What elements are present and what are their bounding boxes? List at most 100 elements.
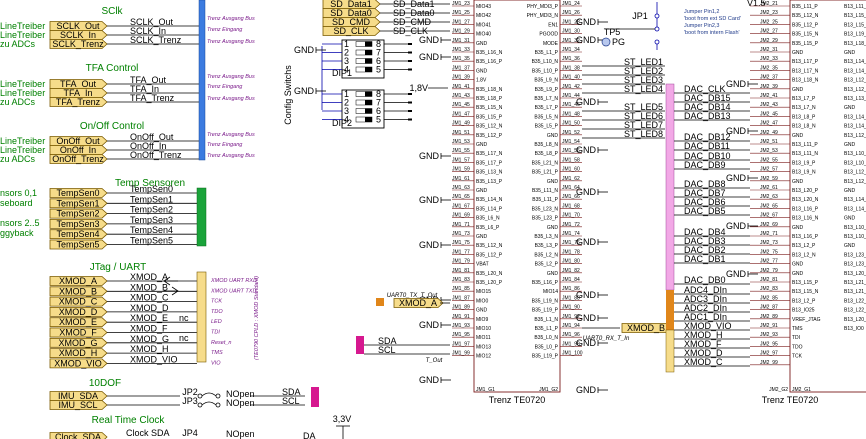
chip1-right-gnd-2: GND <box>576 97 597 107</box>
chip2-right-inner-27: B13_L23_P <box>844 252 866 258</box>
chip1-inner-right-30: B35_L16_P <box>532 280 559 286</box>
chip1-inner-right-15: B35_L8_N <box>534 142 558 148</box>
dac-net-5: DAC_DB11 <box>684 141 730 151</box>
sd-net-0: SD_Data1 <box>393 0 435 9</box>
config-switch-label: Config Switchs <box>283 65 293 125</box>
chip2-inner-19: GND <box>792 179 804 185</box>
chip1-right-pin-7: JM1_38 <box>562 65 580 71</box>
chip2-inner-12: B13_L8_P <box>792 114 816 120</box>
dip2-pin-left-1: 2 <box>344 98 349 108</box>
chip1-inner-left-36: MIO11 <box>476 335 491 341</box>
dac-net-11: DAC_DB5 <box>684 206 726 216</box>
chip1-left-pin-10: JM1_43 <box>452 93 470 99</box>
dac-net-3: DAC_DB13 <box>684 111 731 121</box>
temp-5-flag-label: TempSen5 <box>56 240 99 250</box>
chip1-left-gnd-1: GND <box>419 52 440 62</box>
chip1-right-pin-18: JM1_60 <box>562 167 580 173</box>
chip1-left-pin-14: JM1_51 <box>452 130 470 136</box>
chip2-right-inner-22: B13_L14_P <box>844 206 866 212</box>
rtc-nopen: NOpen <box>226 429 255 439</box>
bus-note-3: Trenz Ausgang Bus <box>207 74 255 80</box>
tendof-net-1: SCL <box>282 396 300 406</box>
chip2-right-inner-11: GND <box>844 105 856 111</box>
jtag-nc-1: nc <box>179 313 189 323</box>
chip1-right-pin-28: JM1_80 <box>562 259 580 265</box>
chip1-right-gnd-1: GND <box>576 35 597 45</box>
chip1-inner-right-31: MIO14 <box>543 289 558 295</box>
chip1-right-gnd-3: GND <box>576 145 597 155</box>
dac-net-10: DAC_DB6 <box>684 197 726 207</box>
chip1-inner-right-34: B35_L1_N <box>534 317 558 323</box>
sclk-left-text-0: LineTreiber <box>0 21 45 31</box>
dip-gnd-mid: GND <box>294 86 315 96</box>
adc-bus-orange <box>666 290 674 330</box>
chip1-left-pin-7: JM1_37 <box>452 65 470 71</box>
chip2-left-pin-9: JM2_39 <box>760 84 778 90</box>
jtag-6-flag-label: XMOD_G <box>58 338 97 348</box>
tendof-jp-arc-1 <box>201 401 217 406</box>
jtag-net-8: XMOD_VIO <box>130 354 178 364</box>
dip2-right-stub-0 <box>408 93 412 95</box>
chip2-right-inner-25: B13_L10_N <box>844 234 866 240</box>
chip2-inner-17: B13_L9_P <box>792 160 816 166</box>
jtag-0-flag-label: XMOD_A <box>59 276 97 286</box>
chip1-inner-left-5: B35_L16_N <box>476 50 503 56</box>
dip1-toggle-knob-0 <box>365 41 372 47</box>
chip1-left-pin-38: JM1_99 <box>452 351 470 357</box>
temp-net-5: TempSen5 <box>130 236 173 246</box>
chip1-right-pin-8: JM1_40 <box>562 75 580 81</box>
dac-bus-pink <box>665 83 675 291</box>
chip1-right-pin-16: JM1_56 <box>562 148 580 154</box>
chip1-inner-right-19: GND <box>547 179 559 185</box>
chip1-left-pin-9: JM1_41 <box>452 84 470 90</box>
chip2-inner-2: B35_L12_P <box>792 22 819 28</box>
chip2-left-pin-22: JM2_65 <box>760 203 778 209</box>
dac-net-8: DAC_DB8 <box>684 179 726 189</box>
chip2-inner-7: B13_L17_N <box>792 68 819 74</box>
chip1-left-pin-19: JM1_61 <box>452 176 470 182</box>
chip2-left-pin-6: JM2_33 <box>760 56 778 62</box>
chip1-inner-right-4: MODE <box>543 41 559 47</box>
chip1-left-pin-11: JM1_45 <box>452 102 470 108</box>
tendof-jp-1: JP3 <box>182 396 198 406</box>
temp-5-flag-shape <box>49 239 108 250</box>
chip1-left-gnd-4: GND <box>419 240 440 250</box>
onoff-2-flag-shape <box>49 154 108 164</box>
chip1-inner-left-8: 1.8V <box>476 78 487 84</box>
chip2-right-inner-21: B13_L14_N <box>844 197 866 203</box>
dip1-label: DIP1 <box>332 68 352 78</box>
chip1-right-pin-30: JM1_84 <box>562 277 580 283</box>
xmod-bus-yellow <box>665 329 675 373</box>
chip1-right-pin-22: JM1_68 <box>562 203 580 209</box>
dip1-right-stub-2 <box>408 60 412 62</box>
dac-net-0: DAC_CLK <box>684 84 726 94</box>
jtag-net-7: XMOD_H <box>130 344 169 354</box>
chip1-inner-left-38: MIO12 <box>476 354 491 360</box>
chip1-right-pin-32: JM1_88 <box>562 295 580 301</box>
chip1-inner-left-1: MIO42 <box>476 13 491 19</box>
chip1-left-pin-17: JM1_57 <box>452 157 470 163</box>
rtc-jp: JP4 <box>182 428 198 438</box>
chip2-left-pin-0: JM2_21 <box>760 1 778 7</box>
jtag-2-flag-label: XMOD_C <box>59 297 98 307</box>
chip2-right-inner-10: B13_L13_N <box>844 96 866 102</box>
tfa-2-flag-label: TFA_Trenz <box>56 97 101 107</box>
scl-label-mid: SCL <box>378 345 396 355</box>
chip2-right-inner-15: GND <box>844 142 856 148</box>
bus-note-4: Trenz Eingang <box>207 84 243 90</box>
chip1-right-pin-24: JM1_72 <box>562 222 580 228</box>
dip2-right-stub-2 <box>408 110 412 112</box>
chip2-left-pin-24: JM2_69 <box>760 222 778 228</box>
chip2-left-pin-23: JM2_67 <box>760 213 778 219</box>
sd-2-flag-label: SD_CMD <box>332 17 371 27</box>
sd-net-2: SD_CMD <box>393 17 432 27</box>
chip1-inner-left-7: GND <box>476 68 488 74</box>
chip1-right-gnd-9: GND <box>576 385 597 395</box>
jtag-4-flag-label: XMOD_E <box>59 317 97 327</box>
chip2-inner-24: GND <box>792 225 804 231</box>
chip1-inner-left-34: MIO9 <box>476 317 488 323</box>
chip1-inner-right-24: GND <box>547 225 559 231</box>
dip2-right-stub-1 <box>408 101 412 104</box>
rtc-net: Clock SDA <box>126 428 170 438</box>
